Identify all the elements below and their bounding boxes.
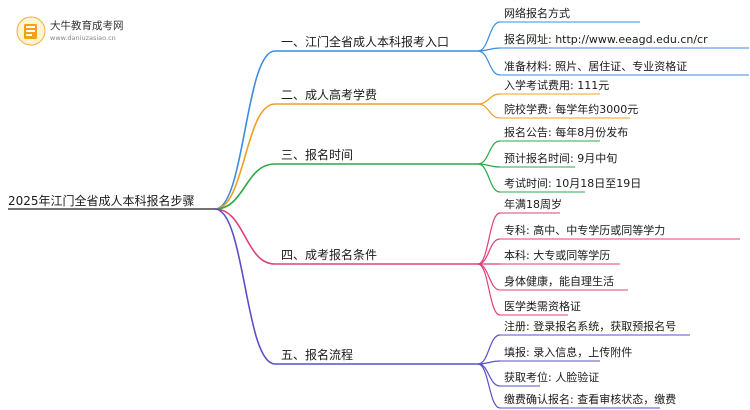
root-label: 2025年江门全省成人本科报名步骤 xyxy=(8,193,195,208)
leaf-label: 考试时间: 10月18日至19日 xyxy=(504,177,641,190)
leaf-label: 专科: 高中、中专学历或同等学力 xyxy=(504,223,665,237)
leaf-label: 年满18周岁 xyxy=(504,197,562,211)
book-logo-icon xyxy=(16,16,46,46)
branch-connector xyxy=(214,208,276,365)
leaf-connector xyxy=(477,363,501,387)
leaf-label: 填报: 录入信息，上传附件 xyxy=(504,345,632,359)
leaf-connector xyxy=(477,163,501,193)
leaf-label: 准备材料: 照片、居住证、专业资格证 xyxy=(504,59,687,73)
leaf-label: 注册: 登录报名系统，获取预报名号 xyxy=(504,319,676,333)
brand-logo: 大牛教育成考网 www.daniuzasiao.cn xyxy=(14,14,194,50)
leaf-label: 网络报名方式 xyxy=(504,6,570,20)
leaf-connector xyxy=(477,93,501,105)
leaf-connector xyxy=(477,334,501,365)
leaf-connector xyxy=(477,363,501,409)
branch-label: 一、江门全省成人本科报考入口 xyxy=(281,34,449,49)
branch-connector xyxy=(214,208,276,265)
branch-label: 三、报名时间 xyxy=(281,147,353,162)
leaf-connector xyxy=(477,103,501,119)
leaf-connector xyxy=(477,238,501,265)
leaf-label: 报名公告: 每年8月份发布 xyxy=(504,125,628,139)
brand-title: 大牛教育成考网 xyxy=(50,20,124,32)
leaf-label: 本科: 大专或同等学历 xyxy=(504,248,610,262)
leaf-connector xyxy=(477,263,501,316)
branch-connector xyxy=(214,103,276,210)
branch-connector xyxy=(214,163,276,210)
leaf-label: 获取考位: 人脸验证 xyxy=(504,370,599,384)
leaf-label: 报名网址: http://www.eeagd.edu.cn/cr xyxy=(504,32,708,46)
leaf-connector xyxy=(477,50,501,76)
branch-label: 五、报名流程 xyxy=(281,347,353,362)
leaf-label: 院校学费: 每学年约3000元 xyxy=(504,102,638,116)
leaf-connector xyxy=(477,212,501,265)
leaf-label: 医学类需资格证 xyxy=(504,299,581,313)
branch-connector xyxy=(214,50,276,210)
branch-label: 四、成考报名条件 xyxy=(281,247,377,262)
branch-label: 二、成人高考学费 xyxy=(281,87,377,102)
brand-url: www.daniuzasiao.cn xyxy=(50,34,116,42)
leaf-connector xyxy=(477,140,501,165)
leaf-label: 缴费确认报名: 查看审核状态，缴费 xyxy=(504,392,676,406)
leaf-connector xyxy=(477,263,501,291)
leaf-label: 预计报名时间: 9月中旬 xyxy=(504,151,617,165)
leaf-label: 身体健康，能自理生活 xyxy=(504,274,614,288)
leaf-connector xyxy=(477,21,501,52)
leaf-label: 入学考试费用: 111元 xyxy=(504,78,609,92)
